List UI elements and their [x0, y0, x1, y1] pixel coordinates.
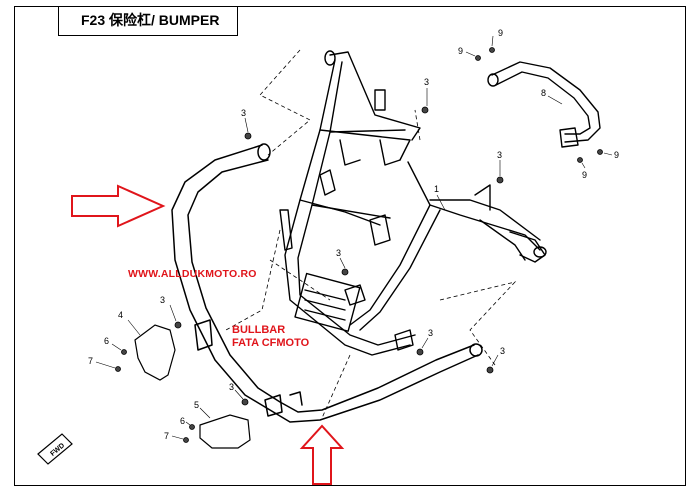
washer-icon: [121, 349, 127, 355]
callout-6: 6: [104, 336, 109, 346]
callout-9: 9: [498, 28, 503, 38]
bolt-icon: [496, 176, 504, 184]
watermark-url: WWW.ALLDUKMOTO.RO: [128, 268, 257, 280]
page-title: F23 保险杠/ BUMPER: [58, 6, 238, 36]
callout-9: 9: [614, 150, 619, 160]
bolt-icon: [174, 321, 182, 329]
cover-plate-4: [134, 324, 176, 381]
bolt-icon: [577, 157, 583, 163]
callout-6: 6: [180, 416, 185, 426]
fwd-arrow-icon: [37, 433, 73, 465]
screw-icon: [115, 366, 121, 372]
callout-1: 1: [434, 184, 439, 194]
bolt-icon: [475, 55, 481, 61]
front-bullbar: [171, 143, 483, 423]
callout-9: 9: [458, 46, 463, 56]
callout-labels: 1 3 3 3 3 3 3 3 3 4 5 6 6 7 7 8 9 9 9 9: [88, 28, 619, 441]
callout-3: 3: [229, 382, 234, 392]
caption-line-1: BULLBAR: [232, 324, 286, 336]
cover-plates: [134, 324, 251, 449]
callout-7: 7: [164, 431, 169, 441]
bolt-icon: [489, 47, 495, 53]
arrow-up-icon: [299, 424, 345, 485]
bolt-icon: [416, 348, 424, 356]
bolt-icon: [244, 132, 252, 140]
callout-8: 8: [541, 88, 546, 98]
callout-3: 3: [241, 108, 246, 118]
annotation-arrows: [71, 184, 345, 485]
drawing-frame: [14, 6, 686, 486]
bolt-icon: [421, 106, 429, 114]
callout-7: 7: [88, 356, 93, 366]
callout-9: 9: [582, 170, 587, 180]
rear-bar: [487, 61, 601, 148]
screw-icon: [183, 437, 189, 443]
bolt-icon: [241, 398, 249, 406]
main-frame: [279, 50, 547, 356]
callout-3: 3: [160, 295, 165, 305]
callout-4: 4: [118, 310, 123, 320]
bolt-icon: [597, 149, 603, 155]
callout-3: 3: [500, 346, 505, 356]
caption-line-2: FATA CFMOTO: [232, 337, 310, 349]
bolt-icon: [341, 268, 349, 276]
fwd-badge: FWD: [37, 433, 73, 465]
cover-plate-5: [199, 414, 251, 449]
product-caption: BULLBAR FATA CFMOTO: [232, 324, 309, 350]
bolt-icon: [486, 366, 494, 374]
callout-3: 3: [424, 77, 429, 87]
callout-3: 3: [336, 248, 341, 258]
fasteners: [115, 47, 603, 443]
callout-3: 3: [497, 150, 502, 160]
arrow-right-icon: [71, 184, 166, 228]
washer-icon: [189, 424, 195, 430]
callout-3: 3: [428, 328, 433, 338]
callout-5: 5: [194, 400, 199, 410]
leader-lines: [95, 35, 613, 440]
